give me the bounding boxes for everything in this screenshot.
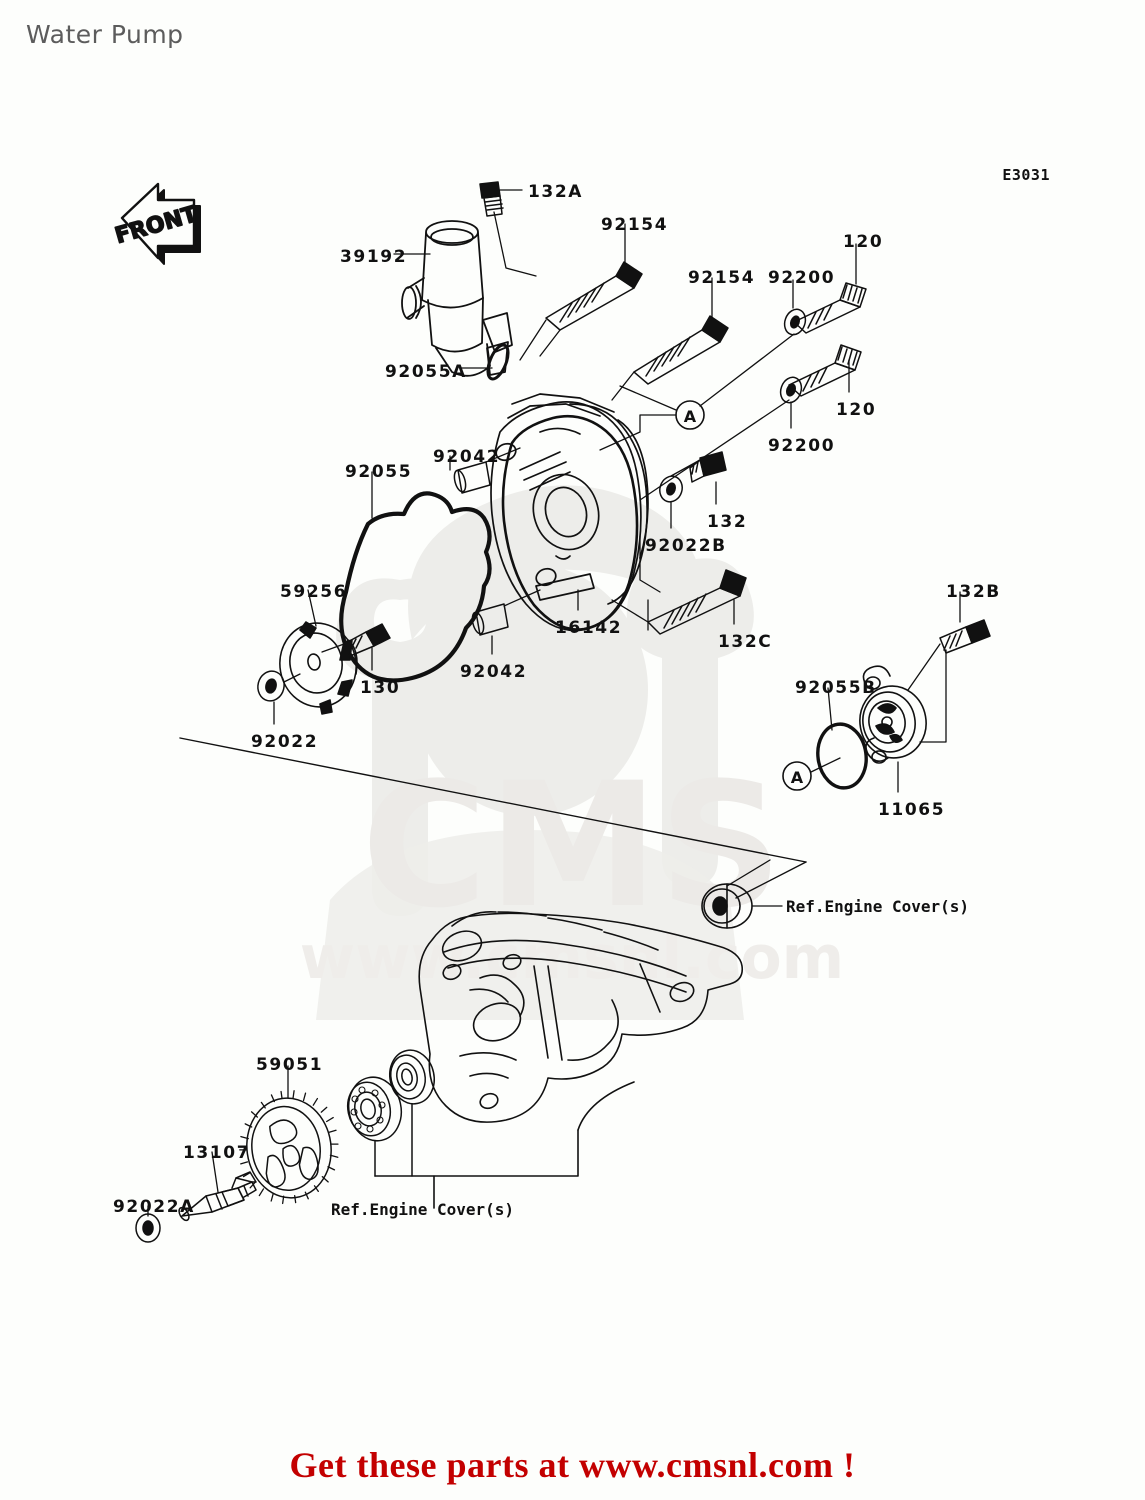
part-label-92042-1[interactable]: 92042 <box>433 447 501 467</box>
flange-bolt-92154-1 <box>545 261 643 331</box>
bolt-132B <box>939 619 991 654</box>
part-label-92022[interactable]: 92022 <box>251 732 319 752</box>
leader-lines <box>147 189 961 1217</box>
washer-92022B <box>659 475 683 503</box>
part-label-11065[interactable]: 11065 <box>878 800 946 820</box>
part-label-92055[interactable]: 92055 <box>345 462 413 482</box>
pump-body-16142 <box>490 393 649 632</box>
dowel-pin-92042-2 <box>471 603 509 636</box>
impeller-bolt-130 <box>343 623 391 657</box>
part-label-92055B[interactable]: 92055B <box>795 678 877 698</box>
flange-bolt-92154-2 <box>633 315 729 385</box>
part-label-16142[interactable]: 16142 <box>555 618 623 638</box>
impeller-59256 <box>279 621 358 715</box>
part-label-132C[interactable]: 132C <box>718 632 773 652</box>
front-arrow-icon: FRONT <box>112 182 201 265</box>
part-label-132[interactable]: 132 <box>707 512 748 532</box>
gasket-92055 <box>339 491 492 683</box>
socket-bolt-120-2 <box>788 344 862 397</box>
part-label-92022A[interactable]: 92022A <box>113 1197 195 1217</box>
washer-92022A <box>135 1213 161 1243</box>
part-label-59051[interactable]: 59051 <box>256 1055 324 1075</box>
svg-text:A: A <box>791 768 804 787</box>
bolt-132C <box>647 569 747 635</box>
bolt-132A <box>479 181 504 217</box>
svg-text:A: A <box>684 407 697 426</box>
ref-engine-cover-label-bottom[interactable]: Ref.Engine Cover(s) <box>331 1200 515 1219</box>
dowel-pin-92042-1 <box>453 461 491 494</box>
bearing-large <box>346 1076 403 1177</box>
page-title: Water Pump <box>26 20 184 49</box>
part-label-132B[interactable]: 132B <box>946 582 1001 602</box>
part-label-13107[interactable]: 13107 <box>183 1143 251 1163</box>
part-label-92154-1[interactable]: 92154 <box>601 215 669 235</box>
pump-shaft-13107 <box>178 1171 257 1222</box>
part-label-132A[interactable]: 132A <box>528 182 584 202</box>
part-label-39192[interactable]: 39192 <box>340 247 408 267</box>
diagram-code: E3031 <box>1002 166 1050 184</box>
part-label-59256[interactable]: 59256 <box>280 582 348 602</box>
part-label-130[interactable]: 130 <box>360 678 401 698</box>
washer-92022 <box>257 670 285 702</box>
watermark-brand: CMS <box>361 745 782 946</box>
part-label-92200-2[interactable]: 92200 <box>768 436 836 456</box>
o-ring-92055A <box>486 343 510 381</box>
engine-cover <box>418 910 744 1123</box>
bolt-132 <box>689 451 727 483</box>
socket-bolt-120-1 <box>793 282 867 334</box>
part-label-120-2[interactable]: 120 <box>836 400 877 420</box>
part-label-92055A[interactable]: 92055A <box>385 362 467 382</box>
ref-bracket-lower <box>374 1081 635 1209</box>
ref-marker-a-lower: A <box>782 761 812 791</box>
bushing-upper <box>701 883 753 929</box>
part-label-92154-2[interactable]: 92154 <box>688 268 756 288</box>
part-label-92200-1[interactable]: 92200 <box>768 268 836 288</box>
footer-cta[interactable]: Get these parts at www.cmsnl.com ! <box>289 1445 856 1485</box>
ref-marker-a-upper: A <box>675 400 705 430</box>
bearing-small <box>389 1049 435 1177</box>
part-label-92022B[interactable]: 92022B <box>645 536 727 556</box>
part-label-120-1[interactable]: 120 <box>843 232 884 252</box>
part-label-92042-2[interactable]: 92042 <box>460 662 528 682</box>
cap-11065 <box>859 665 927 764</box>
o-ring-92055B <box>816 722 868 790</box>
ref-engine-cover-label-top[interactable]: Ref.Engine Cover(s) <box>786 897 970 916</box>
watermark-url: www.cmsnl.com <box>300 923 844 993</box>
drive-gear-59051 <box>239 1090 339 1205</box>
